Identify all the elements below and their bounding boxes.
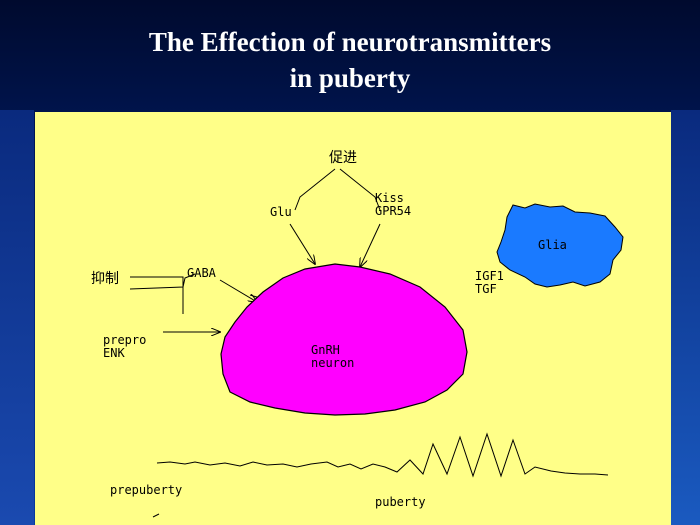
igf-tgf-label: IGF1 TGF <box>475 270 504 296</box>
promote-branch-lines <box>294 168 381 211</box>
gnrh-label: GnRH <box>311 343 340 357</box>
slide-right-decoration <box>671 110 700 525</box>
kiss-label: Kiss <box>375 191 404 205</box>
igf1-label: IGF1 <box>475 269 504 283</box>
pulse-waveform <box>156 432 609 478</box>
glu-arrow <box>289 223 315 264</box>
gaba-arrow <box>219 279 257 302</box>
gpr54-label: GPR54 <box>375 204 412 218</box>
promote-label: 促进 <box>329 150 357 166</box>
glia-cell <box>496 203 624 288</box>
enk-label: ENK <box>103 346 125 360</box>
kiss-gpr54-label: Kiss GPR54 <box>375 192 411 218</box>
kiss-arrow <box>360 223 381 267</box>
gaba-label: GABA <box>187 266 216 280</box>
slide-title-line-1: The Effection of neurotransmitters <box>148 27 552 57</box>
gnrh-neuron-cell <box>220 263 468 416</box>
glu-label: Glu <box>270 205 292 219</box>
glia-label: Glia <box>538 238 567 252</box>
gnrh-neuron-label: GnRH neuron <box>311 344 354 370</box>
prepro-label: prepro <box>103 333 147 347</box>
inhibit-label: 抑制 <box>91 271 119 287</box>
neuron-label: neuron <box>311 356 355 370</box>
puberty-label: puberty <box>375 495 426 509</box>
prepuberty-label: prepuberty <box>110 483 183 497</box>
tgf-label: TGF <box>475 282 497 296</box>
diagram-panel: 促进 Glu Kiss GPR54 抑制 GABA prepro ENK GnR… <box>35 112 671 525</box>
inhibit-branch-lines <box>129 273 196 314</box>
prepro-enk-label: prepro ENK <box>103 334 146 360</box>
slide-title-line-2: in puberty <box>289 63 411 93</box>
small-mark <box>152 513 160 518</box>
slide-left-decoration <box>0 110 34 525</box>
diagram-canvas <box>129 168 624 518</box>
slide-title: The Effection of neurotransmitters in pu… <box>0 24 700 96</box>
